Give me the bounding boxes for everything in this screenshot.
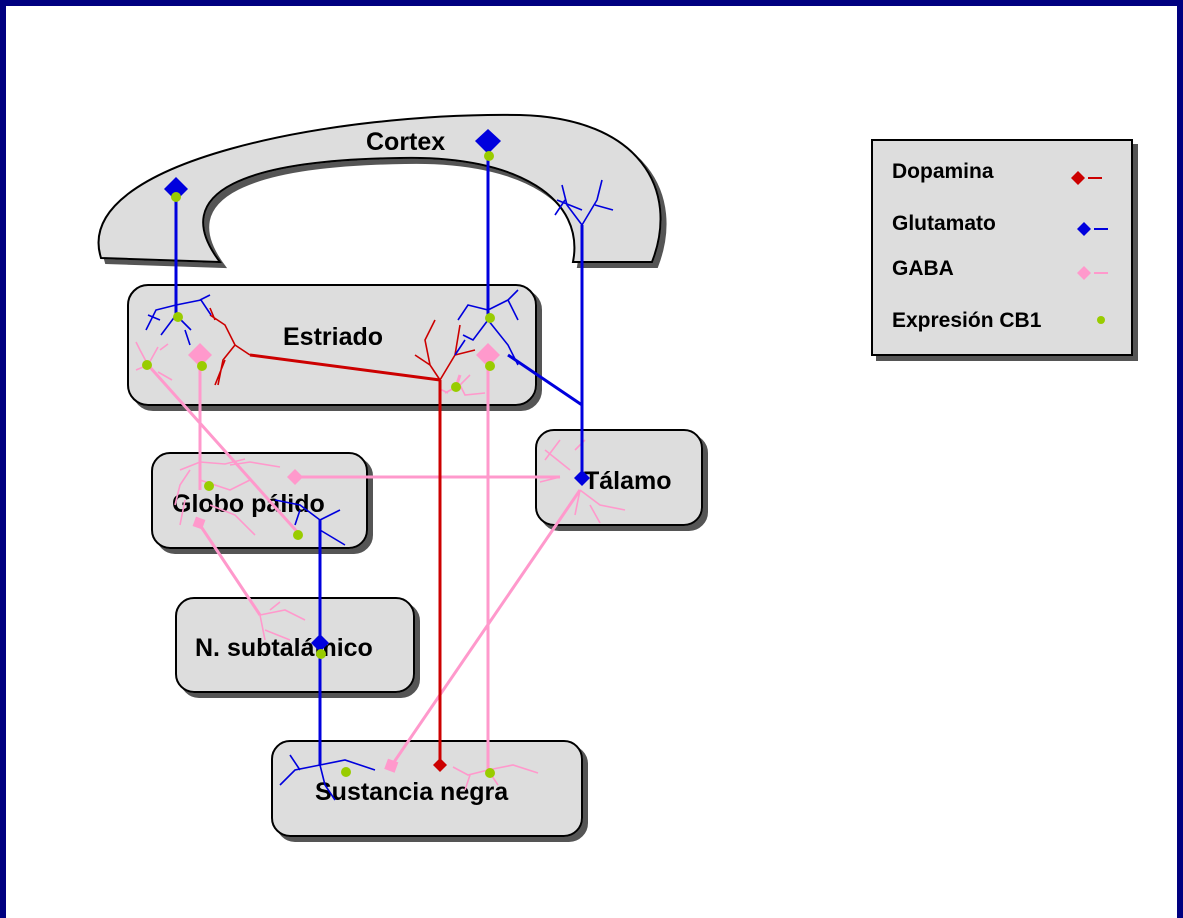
cb1-expression-dots xyxy=(142,151,495,778)
sustancia-negra-box xyxy=(271,740,583,837)
dopamine-dendrites xyxy=(209,307,476,386)
legend: Dopamina Glutamato GABA Expresión CB1 xyxy=(871,139,1133,356)
legend-cb1-label: Expresión CB1 xyxy=(892,309,1042,332)
talamo-label: Tálamo xyxy=(584,467,672,495)
legend-gaba-label: GABA xyxy=(892,257,954,280)
legend-box xyxy=(871,139,1133,356)
subtalamico-label: N. subtalámico xyxy=(195,634,373,662)
legend-glutamato-label: Glutamato xyxy=(892,212,996,235)
glutamate-terminals xyxy=(164,129,590,652)
dopamine-pathways xyxy=(249,353,442,765)
legend-gaba-icon xyxy=(1077,266,1091,280)
dopamine-terminal xyxy=(433,758,447,772)
legend-dopamina-label: Dopamina xyxy=(892,160,994,183)
glutamate-pathways xyxy=(174,145,584,765)
sustancia-negra-label: Sustancia negra xyxy=(315,778,509,806)
legend-cb1-dot xyxy=(1097,316,1105,324)
gaba-dendrites xyxy=(135,341,626,791)
cortex-region xyxy=(97,113,662,264)
glutamate-dendrites xyxy=(145,179,614,801)
gaba-terminals xyxy=(188,343,500,773)
estriado-box xyxy=(127,284,537,406)
estriado-label: Estriado xyxy=(283,323,383,351)
globo-palido-label: Globo pálido xyxy=(172,490,325,518)
gaba-pathways xyxy=(146,355,582,770)
legend-glutamato-icon xyxy=(1077,222,1091,236)
legend-dopamina-icon xyxy=(1071,171,1085,185)
subtalamico-box xyxy=(175,597,415,693)
cortex-label: Cortex xyxy=(366,128,445,156)
